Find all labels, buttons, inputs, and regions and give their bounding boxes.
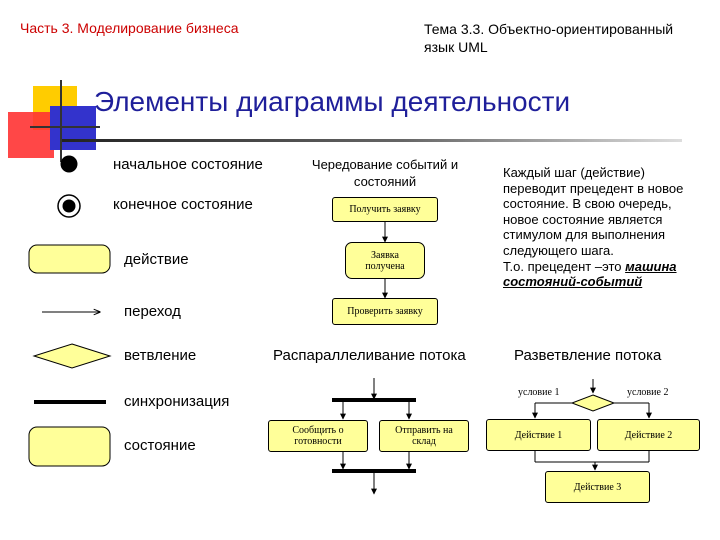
fork-left-line-1: Сообщить о bbox=[292, 425, 344, 436]
sequence-heading-line-1: Чередование событий и bbox=[311, 157, 459, 172]
note-line-6: следующего шага. bbox=[503, 242, 614, 258]
note-line-8: состояний-событий bbox=[503, 274, 713, 290]
note-line-5: стимулом для выполнения bbox=[503, 227, 666, 243]
seq-state-text-line-2: получена bbox=[365, 260, 405, 272]
note-line-2: переводит прецедент в новое bbox=[503, 180, 684, 196]
branch-action-2-text: Действие 2 bbox=[624, 429, 673, 441]
state-symbol bbox=[28, 426, 111, 467]
legend-final-state-label: конечное состояние bbox=[113, 196, 253, 213]
note-emphasis-1: машина bbox=[625, 258, 677, 274]
fork-action-right-text: Отправить на склад bbox=[395, 425, 453, 447]
branching-heading: Разветвление потока bbox=[514, 347, 662, 364]
fork-left-line-2: готовности bbox=[294, 436, 342, 447]
fork-right-line-2: склад bbox=[412, 436, 436, 447]
seq-action-check-request: Проверить заявку bbox=[332, 298, 438, 325]
note-line-4: новое состояние является bbox=[503, 211, 663, 227]
final-state-symbol bbox=[57, 194, 81, 218]
title-underline bbox=[62, 139, 682, 142]
fork-action-left-text: Сообщить о готовности bbox=[292, 425, 343, 447]
legend-action-label: действие bbox=[124, 251, 189, 268]
condition-1-label: условие 1 bbox=[518, 387, 560, 398]
branch-action-1: Действие 1 bbox=[486, 419, 591, 451]
branch-action-2: Действие 2 bbox=[597, 419, 700, 451]
decorative-logo bbox=[0, 70, 100, 162]
parallel-heading: Распараллеливание потока bbox=[273, 347, 466, 364]
legend-synchronization-label: синхронизация bbox=[124, 393, 230, 410]
sequence-heading: Чередование событий и состояний bbox=[295, 156, 475, 190]
seq-state-text: Заявка получена bbox=[365, 250, 404, 272]
seq-action-receive-request: Получить заявку bbox=[332, 197, 438, 222]
explanation-note: Каждый шаг (действие) переводит прецеден… bbox=[503, 165, 713, 290]
initial-state-symbol bbox=[60, 155, 78, 173]
legend-branch-label: ветвление bbox=[124, 347, 197, 364]
seq-state-text-line-1: Заявка bbox=[371, 249, 399, 261]
legend-state-label: состояние bbox=[124, 437, 196, 454]
branch-symbol bbox=[32, 343, 112, 369]
note-prefix: Т.о. прецедент –это bbox=[503, 258, 626, 274]
branch-action-1-text: Действие 1 bbox=[514, 429, 563, 441]
page-title: Элементы диаграммы деятельности bbox=[94, 86, 571, 117]
action-symbol bbox=[28, 244, 111, 274]
fork-diagram bbox=[332, 378, 416, 495]
legend-initial-state-label: начальное состояние bbox=[113, 156, 263, 173]
fork-right-line-1: Отправить на bbox=[395, 425, 453, 436]
part-header: Часть 3. Моделирование бизнеса bbox=[20, 20, 239, 36]
note-line-7: Т.о. прецедент –это машина bbox=[503, 259, 713, 275]
condition-2-label: условие 2 bbox=[627, 387, 669, 398]
seq-state-request-received: Заявка получена bbox=[345, 242, 425, 279]
branch-action-3: Действие 3 bbox=[545, 471, 650, 503]
fork-action-left: Сообщить о готовности bbox=[268, 420, 368, 452]
seq-action-receive-request-text: Получить заявку bbox=[349, 204, 421, 215]
fork-action-right: Отправить на склад bbox=[379, 420, 469, 452]
branch-diagram bbox=[532, 379, 652, 471]
topic-line-1: Тема 3.3. Объектно-ориентированный bbox=[424, 21, 674, 37]
topic-header: Тема 3.3. Объектно-ориентированный язык … bbox=[424, 20, 673, 56]
sequence-heading-line-2: состояний bbox=[353, 174, 417, 189]
topic-line-2: язык UML bbox=[424, 39, 488, 55]
legend-transition-label: переход bbox=[124, 303, 181, 320]
note-line-1: Каждый шаг (действие) bbox=[503, 165, 645, 180]
branch-action-3-text: Действие 3 bbox=[573, 481, 622, 493]
note-line-3: состояние. В свою очередь, bbox=[503, 196, 672, 212]
seq-action-check-request-text: Проверить заявку bbox=[347, 306, 423, 317]
note-emphasis-2: состояний-событий bbox=[503, 274, 643, 290]
